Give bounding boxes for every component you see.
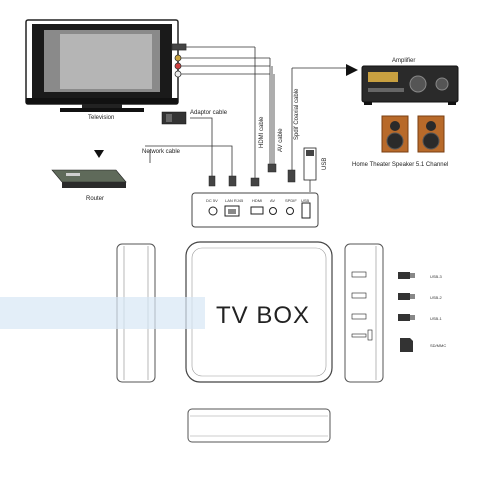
spdif-cable-label: Spdif Coaxial cable <box>294 88 300 140</box>
rear-port-labels: DC 5V LAN RJ45 HDMI AV SPDIF USB <box>206 198 310 203</box>
port-av-label: AV <box>270 198 275 203</box>
highlight-band <box>0 297 205 329</box>
adaptor-cable-label: Adaptor cable <box>190 110 228 116</box>
arrow-to-router <box>94 150 104 158</box>
usb1-plug-icon <box>398 314 415 321</box>
usb2-plug-icon <box>398 293 415 300</box>
cable-lines <box>145 47 340 183</box>
port-spdif-label: SPDIF <box>285 198 297 203</box>
amplifier-label: Amplifier <box>392 58 415 64</box>
speaker-right <box>417 115 445 153</box>
port-lan-label: LAN RJ45 <box>225 198 244 203</box>
hdmi-cable-label: HDMI cable <box>259 116 265 148</box>
port-dc-label: DC 5V <box>206 198 218 203</box>
port-hdmi-label: HDMI <box>252 198 262 203</box>
usb3-plug-icon <box>398 272 415 279</box>
usb2-label: USB-2 <box>430 295 443 300</box>
right-side-view <box>344 243 384 383</box>
television-label: Television <box>88 115 114 121</box>
sdmmc-label: SD/MMC <box>430 343 446 348</box>
sd-card-icon <box>400 338 413 352</box>
speaker-left <box>381 115 409 153</box>
usb-stick-label: USB <box>322 158 328 170</box>
av-cable-label: AV cable <box>278 128 284 152</box>
usb1-label: USB-1 <box>430 316 443 321</box>
rear-plugs <box>208 163 296 187</box>
speakers-label: Home Theater Speaker 5.1 Channel <box>352 162 448 168</box>
usb-stick <box>303 147 317 192</box>
port-usb-label: USB <box>301 198 310 203</box>
network-cable-label: Network cable <box>142 149 181 155</box>
usb3-label: USB-3 <box>430 274 443 279</box>
router-label: Router <box>86 196 104 202</box>
arrow-to-amplifier <box>340 64 358 76</box>
front-view <box>187 408 331 443</box>
rear-panel <box>191 192 319 228</box>
amplifier <box>361 65 459 105</box>
router <box>51 169 127 188</box>
television <box>25 19 179 112</box>
product-title: TV BOX <box>216 302 310 329</box>
power-adaptor <box>161 111 187 125</box>
